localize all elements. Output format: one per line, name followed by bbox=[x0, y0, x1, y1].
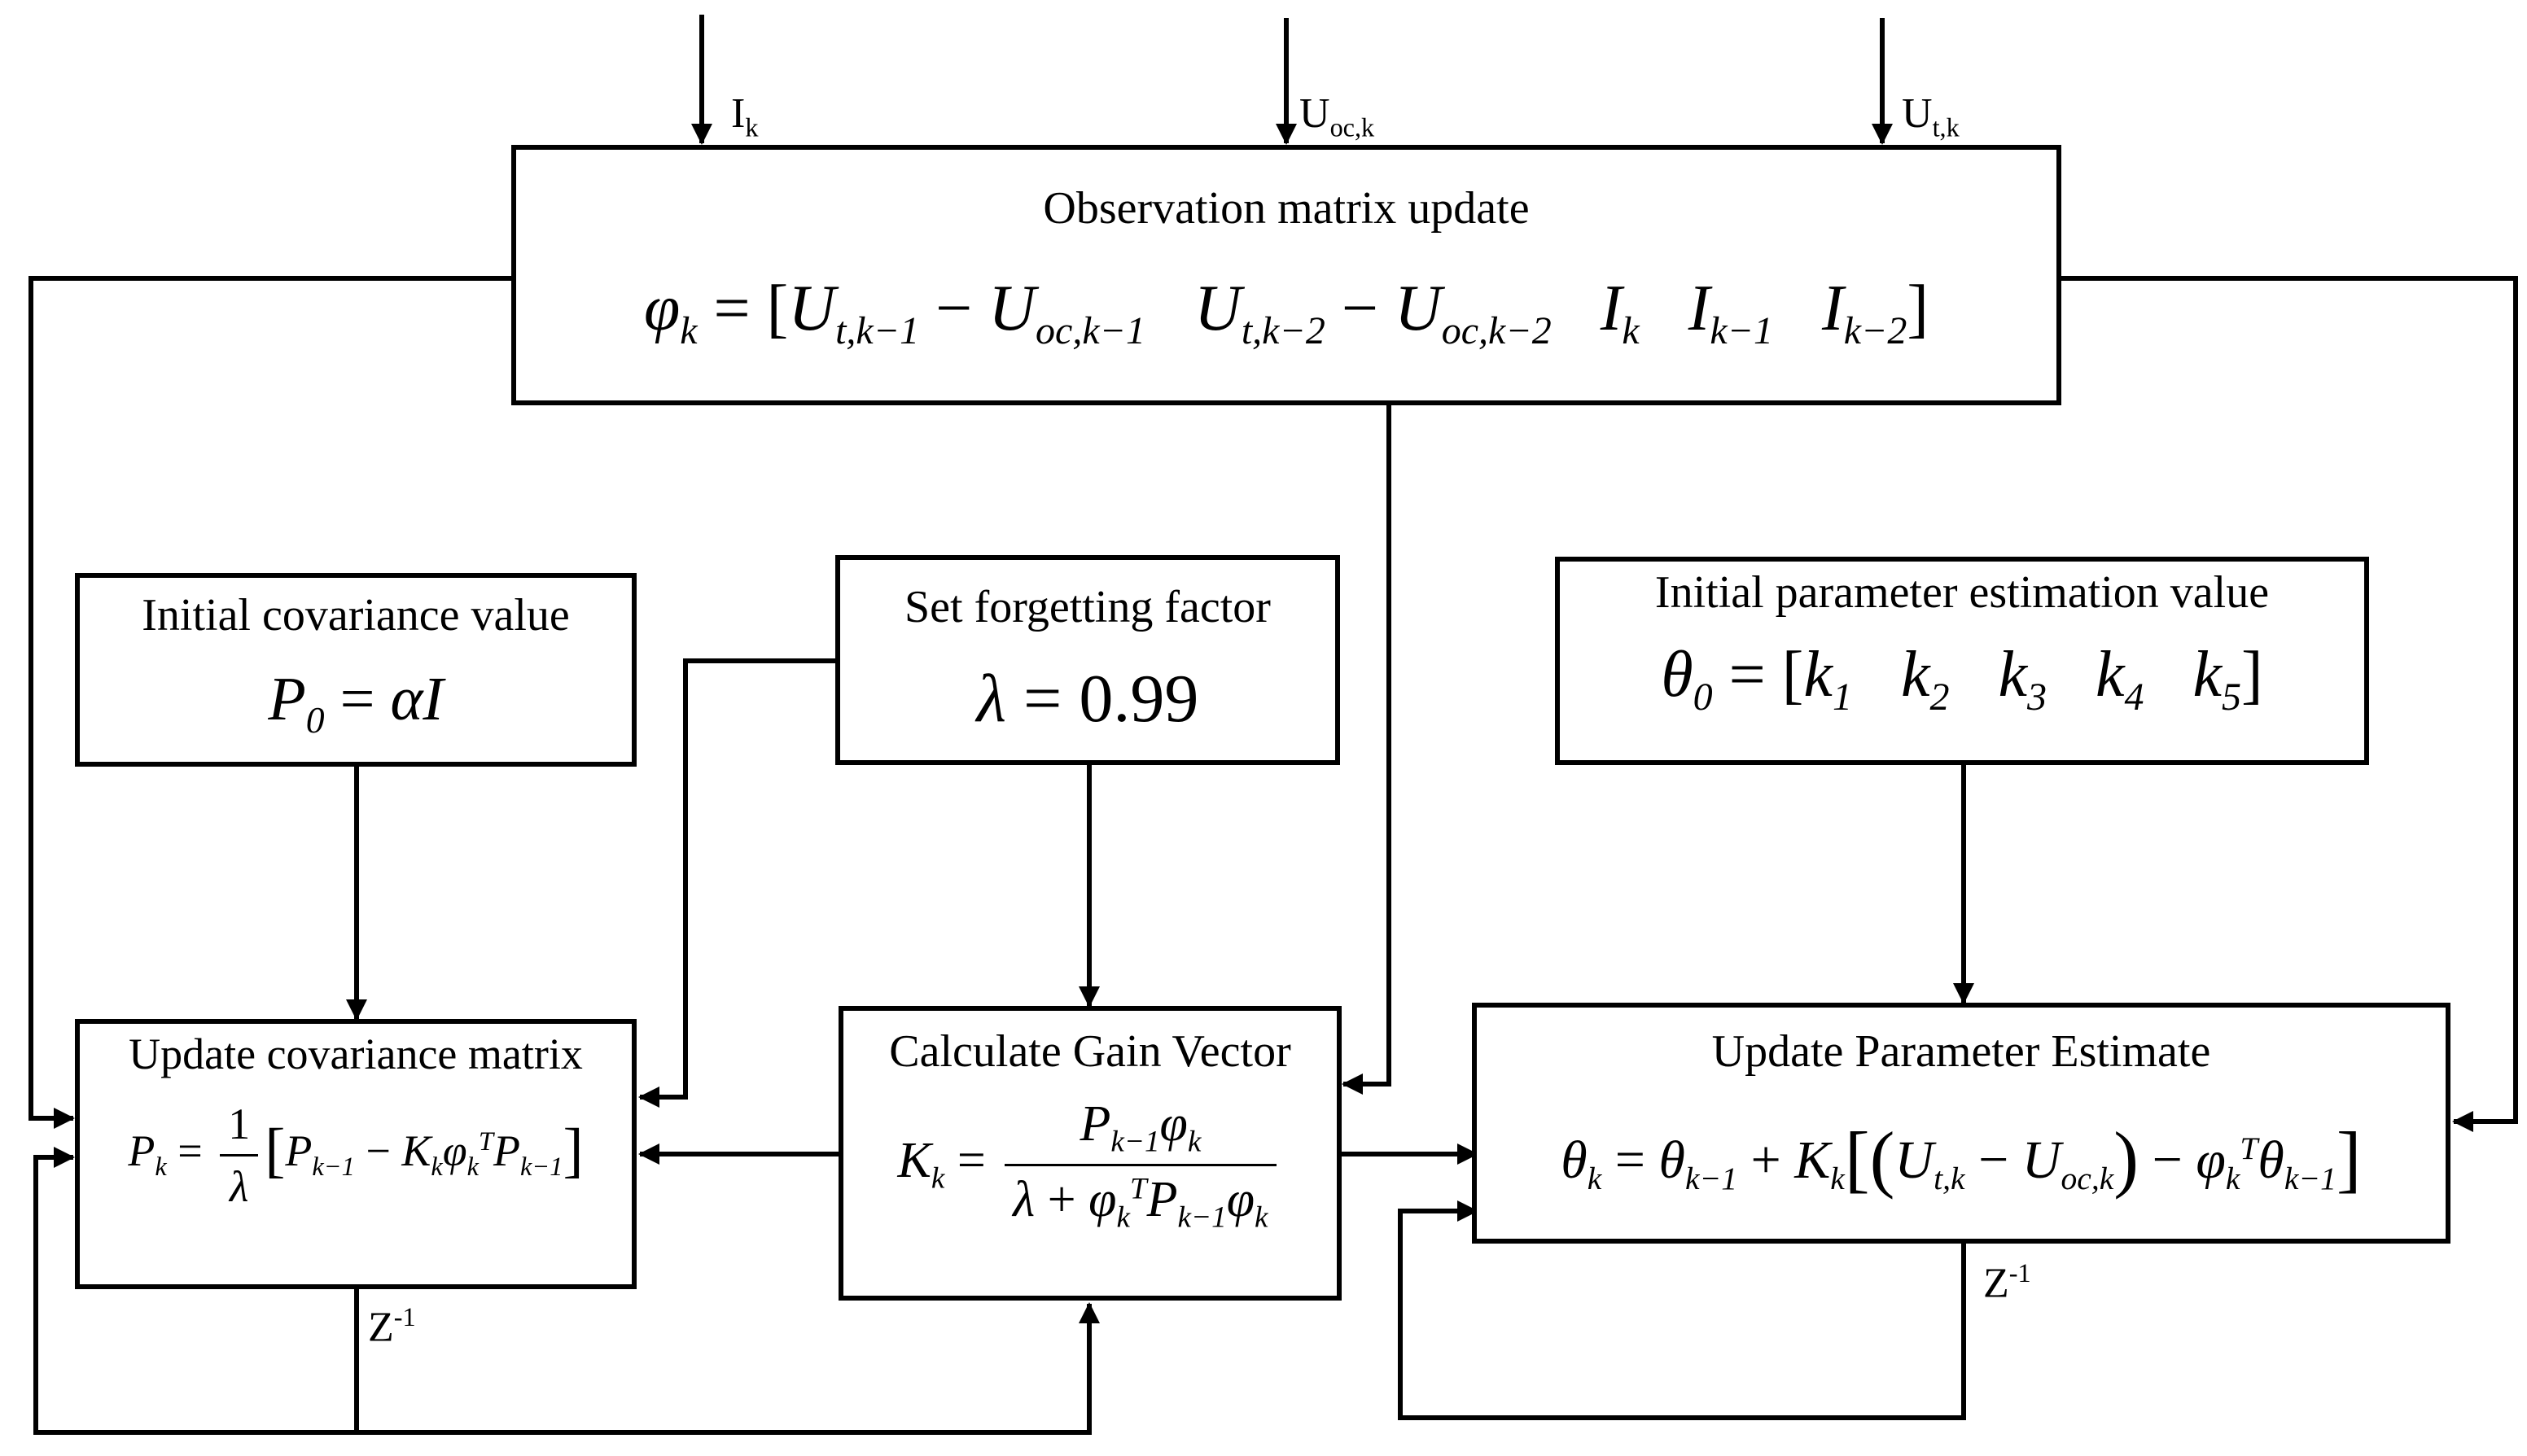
arrow-forget-to-cov-update bbox=[638, 658, 837, 1108]
forgetting-factor-box: Set forgetting factor λ = 0.99 bbox=[835, 555, 1340, 765]
loop-param-delay bbox=[1398, 1200, 1966, 1420]
initial-parameter-title: Initial parameter estimation value bbox=[1654, 567, 2270, 618]
initial-covariance-box: Initial covariance value P0 = αI bbox=[75, 573, 637, 767]
arrow-cov-delay-to-gain bbox=[357, 1302, 1100, 1435]
update-parameter-box: Update Parameter Estimate θk = θk−1 + Kk… bbox=[1472, 1003, 2450, 1244]
arrow-obs-to-cov-update bbox=[28, 276, 511, 1129]
forgetting-factor-formula: λ = 0.99 bbox=[976, 661, 1199, 737]
delay-label-left: Z-1 bbox=[368, 1302, 416, 1351]
initial-covariance-formula: P0 = αI bbox=[268, 665, 444, 741]
arrow-obs-to-param-update bbox=[2060, 276, 2518, 1132]
update-parameter-title: Update Parameter Estimate bbox=[1711, 1026, 2211, 1077]
input-label-ocv: Uoc,k bbox=[1299, 90, 1375, 142]
initial-covariance-title: Initial covariance value bbox=[142, 590, 570, 641]
input-label-terminal: Ut,k bbox=[1902, 90, 1960, 142]
initial-parameter-formula: θ0 = [k1 k2 k3 k4 k5] bbox=[1661, 639, 2263, 719]
observation-box-title: Observation matrix update bbox=[1043, 183, 1530, 234]
delay-label-right: Z-1 bbox=[1983, 1258, 2031, 1307]
forgetting-factor-title: Set forgetting factor bbox=[904, 582, 1271, 632]
arrow-obs-to-gain bbox=[1342, 404, 1391, 1095]
update-parameter-formula: θk = θk−1 + Kk[(Ut,k − Uoc,k) − φkTθk−1] bbox=[1561, 1117, 2362, 1200]
loop-cov-delay bbox=[33, 1147, 359, 1435]
observation-matrix-box: Observation matrix update φk = [Ut,k−1 −… bbox=[511, 145, 2061, 405]
initial-parameter-box: Initial parameter estimation value θ0 = … bbox=[1555, 557, 2369, 765]
update-covariance-title: Update covariance matrix bbox=[129, 1030, 583, 1078]
observation-formula: φk = [Ut,k−1 − Uoc,k−1 Ut,k−2 − Uoc,k−2 … bbox=[643, 273, 1929, 352]
input-label-current: Ik bbox=[731, 90, 759, 142]
gain-vector-title: Calculate Gain Vector bbox=[889, 1026, 1291, 1077]
